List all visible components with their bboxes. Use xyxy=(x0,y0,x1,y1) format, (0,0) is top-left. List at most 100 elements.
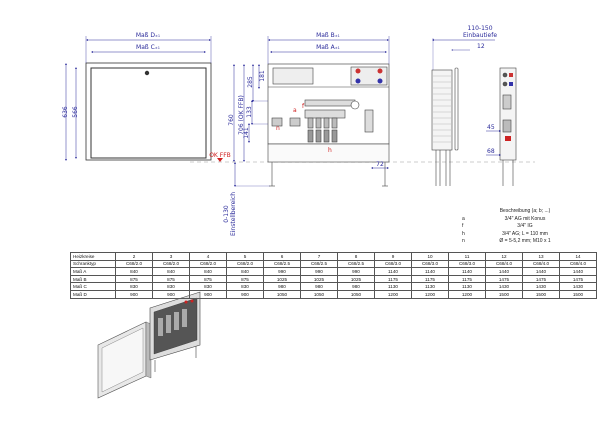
row-label: Maß A xyxy=(70,267,116,276)
table-cell: 1130 xyxy=(448,282,486,291)
table-cell: 1130 xyxy=(374,282,412,291)
side-view xyxy=(431,67,517,186)
table-cell: 1130 xyxy=(411,282,449,291)
table-cell: 1140 xyxy=(448,267,486,276)
table-cell: 1440 xyxy=(485,267,523,276)
table-cell: 13 xyxy=(522,252,560,261)
legend-title: Beschreibung (a; b; ...) xyxy=(499,208,551,214)
svg-text:Maß C±1: Maß C±1 xyxy=(136,44,160,51)
svg-text:n: n xyxy=(276,125,280,132)
row-label: Maß D xyxy=(70,289,116,299)
table-cell: 990 xyxy=(300,267,338,276)
depth-label: Einbautiefe xyxy=(463,32,497,39)
table-cell: 7 xyxy=(300,252,338,261)
table-cell: 1430 xyxy=(485,282,523,291)
dim-45: 45 xyxy=(487,124,495,131)
table-cell: C68/2.5 xyxy=(300,259,338,269)
table-cell: 4 xyxy=(189,252,227,261)
table-cell: C68/4.0 xyxy=(559,259,597,269)
table-cell: 9 xyxy=(374,252,412,261)
dim-566: 566 xyxy=(72,106,79,118)
table-cell: 840 xyxy=(115,267,153,276)
row-label: Maß C xyxy=(70,282,116,291)
table-cell: 1500 xyxy=(559,289,597,299)
table-cell: C68/2.5 xyxy=(337,259,375,269)
table-cell: 840 xyxy=(226,267,264,276)
table-cell: 900 xyxy=(189,289,227,299)
dim-636: 636 xyxy=(62,106,69,118)
row-label: Maß B xyxy=(70,274,116,284)
table-cell: 6 xyxy=(263,252,301,261)
table-cell: C68/4.0 xyxy=(522,259,560,269)
table-cell: 1175 xyxy=(411,274,449,284)
table-cell: 5 xyxy=(226,252,264,261)
dim-depth: 110-150 xyxy=(467,25,492,32)
table-cell: 830 xyxy=(226,282,264,291)
table-cell: C68/4.0 xyxy=(485,259,523,269)
manifold-view xyxy=(267,63,390,187)
front-view xyxy=(65,36,212,161)
table-cell: 875 xyxy=(115,274,153,284)
table-cell: 1475 xyxy=(485,274,523,284)
table-cell: 980 xyxy=(263,282,301,291)
dim-181: 181 xyxy=(259,70,266,82)
table-cell: 10 xyxy=(411,252,449,261)
table-cell: 1500 xyxy=(485,289,523,299)
table-cell: 11 xyxy=(448,252,486,261)
table-cell: C68/3.0 xyxy=(374,259,412,269)
table-cell: C68/3.0 xyxy=(448,259,486,269)
table-cell: 875 xyxy=(189,274,227,284)
table-cell: 12 xyxy=(485,252,523,261)
dim-706: 706 (OK FFB) xyxy=(238,95,245,135)
dim-12: 12 xyxy=(477,43,485,50)
svg-text:Maß B±1: Maß B±1 xyxy=(316,32,340,39)
dim-maß-a: Maß A xyxy=(316,44,336,51)
table-cell: 840 xyxy=(152,267,190,276)
table-cell: 1140 xyxy=(374,267,412,276)
dim-760: 760 xyxy=(228,114,235,126)
table-cell: C68/2.0 xyxy=(189,259,227,269)
svg-text:Maß D±1: Maß D±1 xyxy=(136,32,160,39)
cabinet-3d-closed-image xyxy=(97,321,152,399)
dim-72: 72 xyxy=(376,161,384,168)
table-cell: 1175 xyxy=(448,274,486,284)
table-cell: 1440 xyxy=(522,267,560,276)
table-cell: 1430 xyxy=(522,282,560,291)
table-cell: C68/2.0 xyxy=(226,259,264,269)
table-cell: 1175 xyxy=(374,274,412,284)
table-cell: 900 xyxy=(115,289,153,299)
table-cell: 3 xyxy=(152,252,190,261)
table-cell: 900 xyxy=(152,289,190,299)
table-cell: 1200 xyxy=(448,289,486,299)
table-cell: C68/3.0 xyxy=(411,259,449,269)
table-cell: 1050 xyxy=(263,289,301,299)
row-label: Heizkreise xyxy=(70,252,116,261)
dim-maß-d: Maß D xyxy=(136,32,156,39)
table-cell: 875 xyxy=(152,274,190,284)
table-cell: 1430 xyxy=(559,282,597,291)
table-cell: 1140 xyxy=(411,267,449,276)
table-cell: 1050 xyxy=(300,289,338,299)
table-cell: 875 xyxy=(226,274,264,284)
dim-maß-c: Maß C xyxy=(136,44,155,51)
table-cell: C68/2.0 xyxy=(152,259,190,269)
table-cell: 1050 xyxy=(337,289,375,299)
cabinet-3d-open-image xyxy=(149,291,201,372)
lock-icon xyxy=(144,70,150,76)
table-cell: 14 xyxy=(559,252,597,261)
table-cell: 830 xyxy=(189,282,227,291)
table-cell: 840 xyxy=(189,267,227,276)
